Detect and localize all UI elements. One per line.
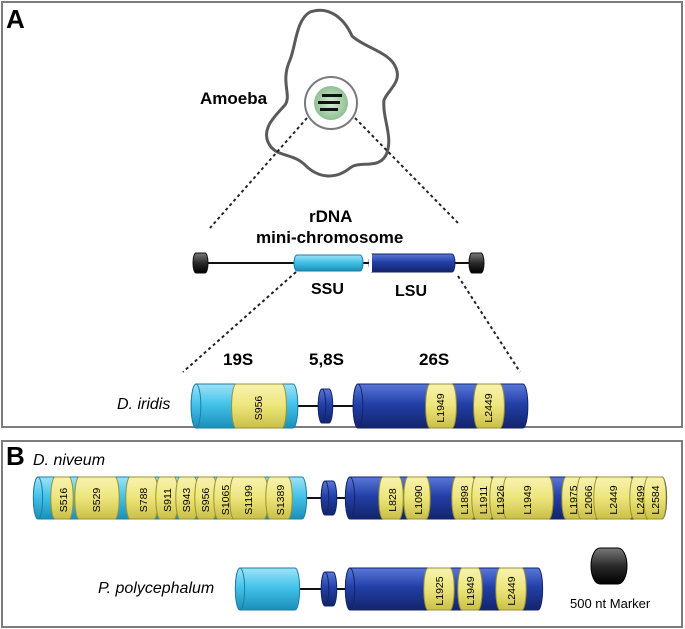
panel-a-letter: A bbox=[6, 4, 25, 34]
niveum-ssu-label: S1199 bbox=[243, 485, 255, 515]
niveum-ssu-label: S529 bbox=[91, 488, 103, 513]
lsu-label: LSU bbox=[395, 283, 427, 300]
niveum-ssu-label: S1389 bbox=[275, 485, 287, 516]
mini-chromosome bbox=[192, 252, 485, 274]
poly-lsu-cylinder-end-cap bbox=[344, 567, 356, 611]
species-d-niveum: D. niveum bbox=[33, 452, 106, 469]
poly-58s-disc-end-cap bbox=[320, 571, 330, 607]
species-p-polycephalum: P. polycephalum bbox=[98, 580, 215, 597]
iridis-segment-band bbox=[231, 383, 287, 429]
iridis-segment-label: L2449 bbox=[483, 393, 495, 422]
poly-lsu-band bbox=[495, 567, 527, 611]
niveum-lsu-label: L1090 bbox=[413, 485, 425, 514]
subunit-26s-label: 26S bbox=[419, 350, 450, 369]
niveum-lsu-label: L2584 bbox=[650, 485, 662, 514]
niveum-ssu-label: S788 bbox=[138, 488, 150, 513]
niveum-ssu-band bbox=[50, 476, 74, 520]
panel-b-letter: B bbox=[6, 441, 25, 471]
chromosome-title-line2: mini-chromosome bbox=[256, 228, 404, 247]
iridis-segment-band bbox=[473, 383, 505, 429]
iridis-segment-label: S956 bbox=[253, 396, 265, 421]
poly-lsu-band bbox=[457, 567, 483, 611]
niveum-lsu-band bbox=[378, 476, 404, 520]
d-niveum-gene-cluster: S516 S529 S788 S911 S943 S956 S1065 S1199 S1389 L… bbox=[32, 476, 668, 520]
zoom-line-right-lower bbox=[457, 275, 521, 373]
niveum-ssu-band bbox=[265, 476, 293, 520]
niveum-ssu-cylinder-end-cap bbox=[32, 476, 44, 520]
niveum-lsu-label: L2499 bbox=[635, 485, 647, 514]
subunit-19s-label: 19S bbox=[223, 350, 254, 369]
niveum-lsu-label: L1975 bbox=[568, 485, 580, 514]
marker-cylinder bbox=[590, 547, 628, 585]
niveum-ssu-label: S516 bbox=[58, 488, 70, 513]
niveum-58s-disc-end-cap bbox=[320, 480, 330, 516]
chromosome-mark-1 bbox=[322, 94, 342, 97]
iridis-segment-band bbox=[425, 383, 457, 429]
iridis-segment-label: L1949 bbox=[435, 393, 447, 422]
niveum-lsu-label: L828 bbox=[387, 488, 399, 512]
niveum-lsu-label: L1926 bbox=[495, 485, 507, 514]
panel-b bbox=[1, 440, 683, 628]
niveum-lsu-label: L2066 bbox=[583, 485, 595, 514]
iridis-58s-disc-end-cap bbox=[317, 388, 327, 424]
p-polycephalum-gene-cluster: L1925 L1949 L2449 bbox=[234, 567, 544, 611]
iridis-ssu-cylinder-end-cap bbox=[190, 383, 202, 429]
species-d-iridis: D. iridis bbox=[117, 396, 171, 413]
subunit-58s-label: 5,8S bbox=[309, 350, 344, 369]
zoom-line-left-upper bbox=[209, 117, 308, 229]
zoom-line-right-upper bbox=[354, 117, 461, 226]
niveum-lsu-band bbox=[403, 476, 431, 520]
ssu-label: SSU bbox=[311, 281, 344, 298]
poly-lsu-label: L1925 bbox=[434, 576, 446, 605]
niveum-ssu-label: S911 bbox=[162, 488, 174, 512]
chromosome-mark-2 bbox=[318, 101, 340, 104]
niveum-lsu-cylinder-end-cap bbox=[344, 476, 356, 520]
poly-ssu-cylinder-end-cap bbox=[234, 567, 246, 611]
niveum-ssu-label: S943 bbox=[181, 488, 193, 513]
d-iridis-gene-cluster: S956 L1949 L2449 bbox=[190, 383, 529, 429]
niveum-ssu-label: S1065 bbox=[220, 485, 232, 516]
poly-lsu-label: L2449 bbox=[506, 576, 518, 605]
poly-lsu-label: L1949 bbox=[465, 576, 477, 605]
niveum-ssu-label: S956 bbox=[200, 488, 212, 513]
amoeba-label: Amoeba bbox=[200, 89, 268, 108]
niveum-lsu-label: L2449 bbox=[608, 485, 620, 514]
niveum-lsu-label: L1911 bbox=[478, 486, 490, 515]
chromosome-mark-3 bbox=[320, 108, 338, 111]
chromosome-title-line1: rDNA bbox=[309, 207, 353, 226]
niveum-lsu-band bbox=[643, 476, 667, 520]
niveum-lsu-label: L1898 bbox=[459, 485, 471, 514]
poly-lsu-band bbox=[423, 567, 455, 611]
niveum-ssu-band bbox=[74, 476, 120, 520]
niveum-lsu-label: L1949 bbox=[522, 485, 534, 514]
iridis-lsu-cylinder-end-cap bbox=[352, 383, 364, 429]
zoom-line-left-lower bbox=[182, 271, 297, 373]
niveum-lsu-band bbox=[502, 476, 554, 520]
marker-label: 500 nt Marker bbox=[570, 596, 651, 611]
